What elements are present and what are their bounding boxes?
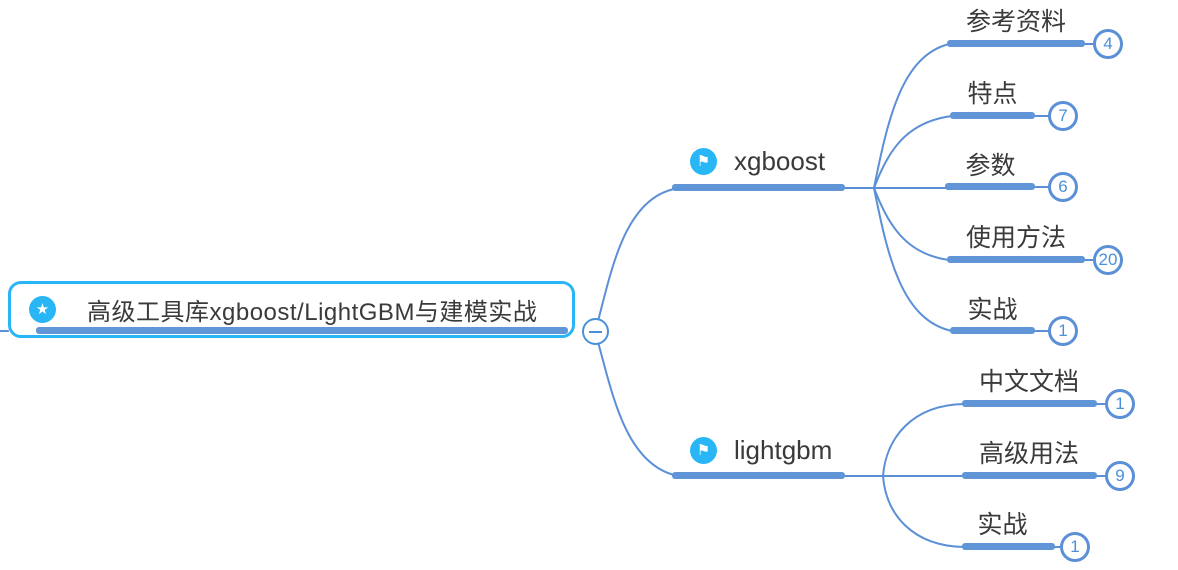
leaf-topic-underline xyxy=(962,400,1097,407)
leaf-topic-label[interactable]: 中文文档 xyxy=(978,368,1079,396)
leaf-topic-underline xyxy=(945,183,1035,190)
note-count-badge[interactable]: 7 xyxy=(1048,101,1078,131)
flag-icon: ⚑ xyxy=(690,148,717,175)
note-count-badge[interactable]: 6 xyxy=(1048,172,1078,202)
minus-icon xyxy=(589,330,602,333)
note-count-badge[interactable]: 4 xyxy=(1093,29,1123,59)
leaf-topic-underline xyxy=(950,327,1035,334)
leaf-topic-label[interactable]: 实战 xyxy=(967,296,1018,324)
leaf-topic-underline xyxy=(962,543,1055,550)
note-count-badge[interactable]: 1 xyxy=(1048,316,1078,346)
star-icon: ★ xyxy=(29,296,56,323)
branch-lightgbm-underline xyxy=(672,472,845,479)
root-topic-label: 高级工具库xgboost/LightGBM与建模实战 xyxy=(87,299,538,326)
leaf-topic-underline xyxy=(947,256,1085,263)
leaf-topic-underline xyxy=(950,112,1035,119)
note-count-badge[interactable]: 1 xyxy=(1060,532,1090,562)
root-topic-underline xyxy=(36,327,568,334)
leaf-topic-label[interactable]: 高级用法 xyxy=(978,440,1079,468)
note-count-badge[interactable]: 20 xyxy=(1093,245,1123,275)
leaf-topic-label[interactable]: 使用方法 xyxy=(965,224,1066,252)
leaf-topic-underline xyxy=(947,40,1085,47)
branch-label: lightgbm xyxy=(734,435,833,465)
leaf-topic-label[interactable]: 实战 xyxy=(977,511,1028,539)
flag-icon: ⚑ xyxy=(690,437,717,464)
leaf-topic-label[interactable]: 参数 xyxy=(965,152,1016,180)
note-count-badge[interactable]: 9 xyxy=(1105,461,1135,491)
branch-xgboost[interactable]: ⚑ xgboost xyxy=(690,146,825,177)
branch-xgboost-underline xyxy=(672,184,845,191)
collapse-button[interactable] xyxy=(582,318,609,345)
branch-label: xgboost xyxy=(734,146,826,176)
leaf-topic-label[interactable]: 参考资料 xyxy=(965,8,1066,36)
leaf-topic-label[interactable]: 特点 xyxy=(967,80,1018,108)
note-count-badge[interactable]: 1 xyxy=(1105,389,1135,419)
branch-lightgbm[interactable]: ⚑ lightgbm xyxy=(690,435,832,466)
leaf-topic-underline xyxy=(962,472,1097,479)
